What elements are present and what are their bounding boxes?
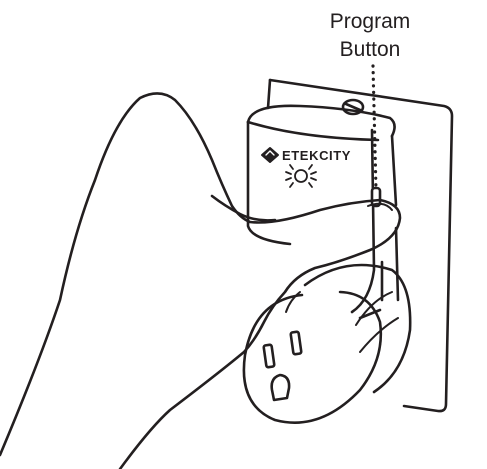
plug-body-top (246, 104, 396, 138)
finger-knuckle (285, 291, 301, 313)
plug-body-right (390, 134, 400, 302)
callout-label-line1: Program (329, 10, 411, 33)
thumbnail (367, 202, 393, 211)
plug-body-side-seam (350, 128, 376, 314)
thumb-crease (210, 194, 277, 222)
etekcity-logo-icon (261, 147, 279, 163)
brand-name: ETEKCITY (282, 148, 351, 163)
outlet-slot-right (289, 330, 303, 356)
plug-base-shade (355, 291, 399, 353)
hand-outline (0, 92, 402, 469)
outlet-slot-left (262, 343, 276, 369)
plug-body-front-curve (246, 120, 380, 142)
callout-leader-line (371, 64, 378, 192)
plug-base-back-rim (303, 263, 412, 394)
plug-base-front-disc (242, 290, 383, 424)
outlet-ground-hole (270, 373, 291, 402)
plug-body-lower-panel (358, 260, 384, 320)
screw-slot (344, 102, 362, 112)
callout-label-line2: Button (339, 38, 401, 61)
wall-plate (268, 78, 454, 413)
indicator-light-icon (285, 164, 317, 188)
wall-plate-left-edge (266, 78, 272, 110)
screw-icon (341, 98, 365, 116)
plug-body-front (246, 120, 292, 246)
